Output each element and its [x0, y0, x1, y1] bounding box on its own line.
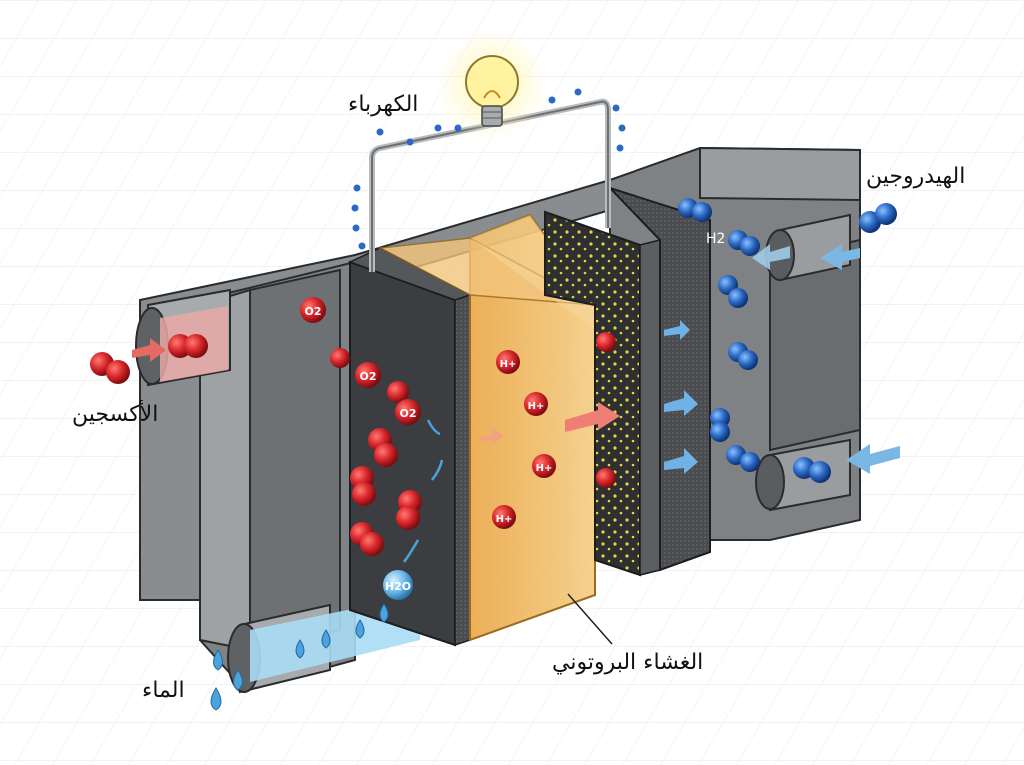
- water-droplets: [210, 603, 389, 711]
- h2o-molecule: H2O: [383, 570, 413, 600]
- h-plus-ion: H+: [492, 505, 516, 529]
- o2-molecule: O2: [355, 362, 381, 388]
- h-plus-ion: H+: [524, 392, 548, 416]
- o2-molecule: O2: [300, 297, 326, 323]
- electricity-label: الكهرباء: [348, 92, 419, 117]
- svg-text:H2O: H2O: [385, 580, 411, 593]
- svg-text:O2: O2: [359, 370, 376, 383]
- cathode-catalyst-layer: [454, 293, 471, 647]
- light-bulb-icon: [437, 30, 547, 140]
- svg-text:O2: O2: [399, 407, 416, 420]
- h-plus-ion: H+: [532, 454, 556, 478]
- svg-text:H+: H+: [528, 401, 545, 412]
- oxygen-molecules: [90, 332, 616, 556]
- proton-membrane: [377, 213, 596, 642]
- svg-text:H+: H+: [536, 463, 553, 474]
- cathode-housing: [135, 178, 611, 694]
- hydrogen-label: الهيدروجين: [866, 164, 966, 189]
- svg-text:H+: H+: [500, 359, 517, 370]
- h2-symbol: H2: [706, 231, 725, 247]
- svg-text:O2: O2: [304, 305, 321, 318]
- oxygen-label: الأكسجين: [72, 402, 159, 427]
- flow-arrows: [132, 244, 900, 563]
- h-plus-ion: H+: [496, 350, 520, 374]
- o2-molecule: O2: [395, 399, 421, 425]
- water-label: الماء: [142, 678, 185, 703]
- svg-text:H+: H+: [496, 514, 513, 525]
- membrane-leader-line: [567, 593, 613, 645]
- membrane-label: الغشاء البروتوني: [552, 650, 704, 675]
- hydrogen-molecules: [678, 198, 897, 483]
